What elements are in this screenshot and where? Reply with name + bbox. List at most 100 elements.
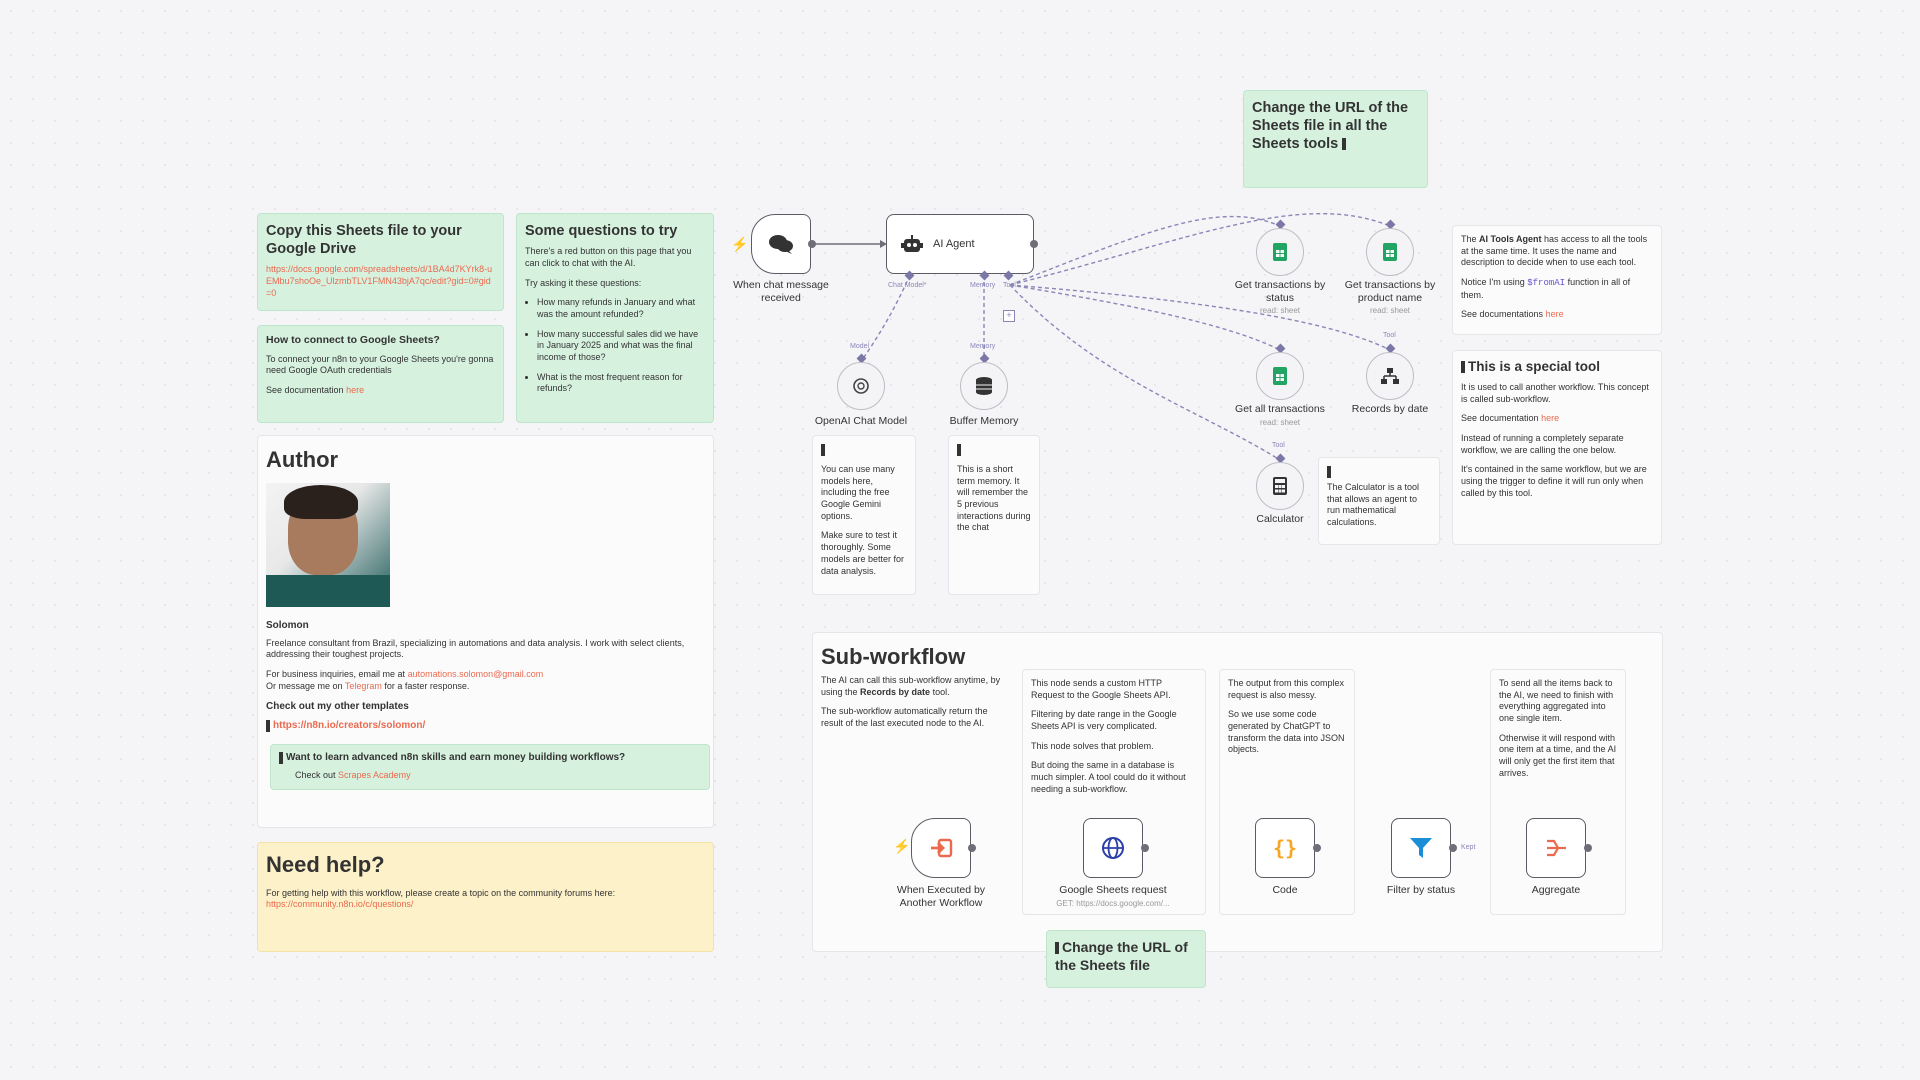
chat-bubble-icon: [769, 235, 793, 254]
sheets-request-node[interactable]: [1083, 818, 1143, 878]
memory-port-label: Memory: [970, 343, 996, 350]
calculator-note: The Calculator is a tool that allows an …: [1318, 457, 1440, 545]
sitemap-icon: [1381, 368, 1399, 384]
agg-note-p2: Otherwise it will respond with one item …: [1499, 732, 1617, 778]
agg-note-p1: To send all the items back to the AI, we…: [1499, 678, 1614, 724]
get-by-status-sub: read: sheet: [1259, 306, 1301, 315]
memory-label: Buffer Memory: [949, 415, 1019, 427]
output-dot[interactable]: [1449, 844, 1457, 852]
get-by-status-node[interactable]: [1256, 228, 1304, 276]
trigger-bolt-icon: ⚡: [731, 236, 749, 252]
note-icon: [1327, 466, 1331, 478]
calculator-node[interactable]: [1256, 462, 1304, 510]
google-sheets-icon: [1383, 243, 1397, 261]
business-prefix: For business inquiries, email me at: [266, 668, 408, 679]
ai-agent-label: AI Agent: [933, 238, 975, 250]
agent-output-dot[interactable]: [1030, 240, 1038, 248]
output-dot[interactable]: [808, 240, 816, 248]
templates-heading: Check out my other templates: [266, 701, 409, 713]
templates-link[interactable]: https://n8n.io/creators/solomon/: [273, 720, 426, 732]
aggregate-node[interactable]: [1526, 818, 1586, 878]
sign-in-icon: [931, 838, 953, 858]
doc-prefix: See documentation: [1461, 413, 1542, 424]
records-by-date-node[interactable]: [1366, 352, 1414, 400]
http-note-p2: Filtering by date range in the Google Sh…: [1031, 709, 1177, 732]
buffer-memory-node[interactable]: [960, 362, 1008, 410]
help-note: Need help? For getting help with this wo…: [257, 842, 714, 952]
special-doc-link[interactable]: here: [1541, 413, 1560, 424]
memory-note-body: This is a short term memory. It will rem…: [957, 464, 1031, 533]
promo-prefix: Check out: [295, 770, 339, 781]
get-all-node[interactable]: [1256, 352, 1304, 400]
records-by-date-label: Records by date: [1351, 403, 1429, 415]
openai-label: OpenAI Chat Model: [814, 415, 908, 427]
change-url-bottom-note: Change the URL of the Sheets file: [1046, 930, 1206, 988]
http-note-p4: But doing the same in a database is much…: [1031, 760, 1186, 794]
calculator-label: Calculator: [1256, 513, 1304, 525]
calculator-icon: [1273, 477, 1287, 495]
get-by-status-label: Get transactions by status: [1234, 279, 1326, 305]
community-link[interactable]: https://community.n8n.io/c/questions/: [266, 899, 414, 910]
openai-node[interactable]: [837, 362, 885, 410]
subworkflow-intro1: The AI can call this sub-workflow anytim…: [821, 675, 1001, 697]
message-suffix: for a faster response.: [381, 680, 470, 691]
openai-port-label: Model: [850, 343, 870, 350]
agent-note-p2: Notice I'm using $fromAI function in all…: [1461, 277, 1631, 300]
author-avatar: [266, 482, 390, 607]
chat-trigger-node[interactable]: [751, 214, 811, 274]
port-label-tool: Tool: [1003, 282, 1016, 289]
output-dot[interactable]: [1141, 844, 1149, 852]
message-prefix: Or message me on: [266, 680, 345, 691]
promo-icon: [279, 751, 283, 764]
copy-sheets-title: Copy this Sheets file to your Google Dri…: [266, 223, 462, 258]
sheets-url-link[interactable]: https://docs.google.com/spreadsheets/d/1…: [266, 264, 493, 298]
connect-sheets-note: How to connect to Google Sheets? To conn…: [257, 325, 504, 423]
filter-kept-label: Kept: [1461, 844, 1476, 851]
subworkflow-intro2: The sub-workflow automatically return th…: [821, 706, 988, 729]
add-tool-icon[interactable]: +: [1003, 310, 1015, 322]
agent-note: The AI Tools Agent has access to all the…: [1452, 225, 1662, 335]
pin-icon: [266, 719, 270, 732]
help-heading: Need help?: [266, 852, 385, 877]
executed-trigger-node[interactable]: [911, 818, 971, 878]
get-by-product-node[interactable]: [1366, 228, 1414, 276]
author-note: Author Solomon Freelance consultant from…: [257, 435, 714, 828]
filter-label: Filter by status: [1386, 884, 1456, 896]
code-label: Code: [1272, 884, 1298, 896]
questions-intro: There's a red button on this page that y…: [525, 246, 692, 268]
ai-agent-node[interactable]: AI Agent: [886, 214, 1034, 274]
author-heading: Author: [266, 447, 339, 472]
output-dot[interactable]: [1584, 844, 1592, 852]
change-url-bottom-title: Change the URL of the Sheets file: [1055, 939, 1188, 973]
robot-icon: [901, 235, 923, 252]
openai-icon: [853, 378, 869, 394]
questions-ask: Try asking it these questions:: [525, 277, 642, 288]
database-icon: [976, 377, 992, 395]
connect-doc-link[interactable]: here: [346, 385, 365, 396]
calc-port-label: Tool: [1272, 442, 1285, 449]
code-node[interactable]: {}: [1255, 818, 1315, 878]
academy-link[interactable]: Scrapes Academy: [338, 770, 411, 781]
connect-sheets-title: How to connect to Google Sheets?: [266, 334, 440, 346]
aggregate-icon: [1547, 839, 1566, 857]
get-all-sub: read: sheet: [1259, 418, 1301, 427]
models-note: You can use many models here, including …: [812, 435, 916, 595]
promo-box: Want to learn advanced n8n skills and ea…: [270, 744, 710, 791]
question-item: What is the most frequent reason for ref…: [537, 372, 705, 395]
chat-trigger-label: When chat message received: [733, 279, 829, 305]
telegram-link[interactable]: Telegram: [344, 680, 382, 691]
filter-node[interactable]: [1391, 818, 1451, 878]
author-name: Solomon: [266, 619, 309, 631]
port-label-memory: Memory: [970, 282, 996, 289]
memory-note: This is a short term memory. It will rem…: [948, 435, 1040, 595]
google-sheets-icon: [1273, 367, 1287, 385]
output-dot[interactable]: [968, 844, 976, 852]
aggregate-note: To send all the items back to the AI, we…: [1490, 669, 1626, 915]
agent-doc-link[interactable]: here: [1545, 309, 1564, 320]
subworkflow-heading: Sub-workflow: [821, 644, 966, 669]
executed-trigger-label: When Executed by Another Workflow: [896, 884, 986, 910]
output-dot[interactable]: [1313, 844, 1321, 852]
author-email-link[interactable]: automations.solomon@gmail.com: [407, 668, 544, 679]
note-icon: [957, 444, 961, 456]
